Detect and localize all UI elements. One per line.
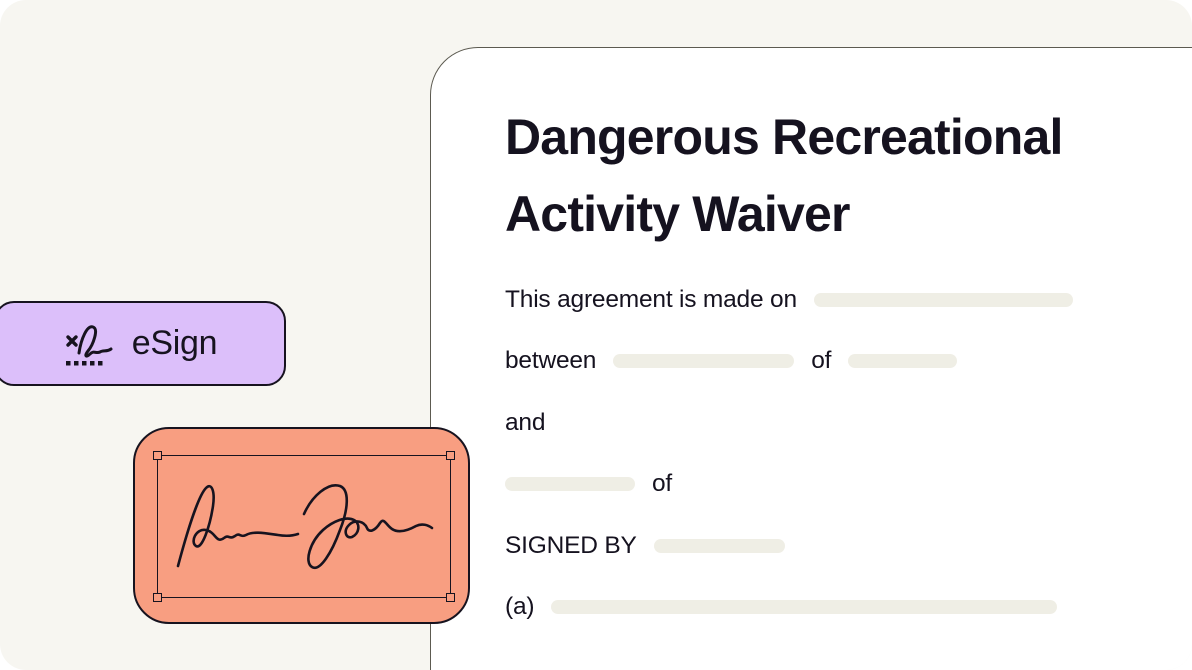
handwritten-signature-graphic [176,484,434,570]
field-placeholder[interactable] [505,477,635,492]
selection-handle-top-left[interactable] [153,451,162,460]
field-placeholder[interactable] [813,292,1073,307]
document-card: Dangerous Recreational Activity Waiver T… [430,47,1192,670]
document-line: SIGNED BY [505,515,1192,577]
field-placeholder[interactable] [613,354,795,369]
signature-card[interactable] [133,427,470,624]
esign-signature-icon [65,324,113,365]
document-line: between of [505,331,1192,393]
document-line: of [505,454,1192,516]
signature-selection-box[interactable] [153,451,455,602]
field-placeholder[interactable] [848,354,958,369]
document-text: and [505,408,546,436]
document-text: of [652,470,673,498]
selection-handle-bottom-right[interactable] [446,593,455,602]
document-title: Dangerous Recreational Activity Waiver [505,109,1063,242]
document-content: Dangerous Recreational Activity Waiver T… [431,48,1192,638]
selection-handle-top-right[interactable] [446,451,455,460]
document-text: This agreement is made on [505,285,797,313]
field-placeholder[interactable] [551,600,1058,615]
field-placeholder[interactable] [653,538,785,553]
esign-badge: eSign [0,301,286,386]
document-text: of [811,347,832,375]
document-line: (a) [505,577,1192,639]
document-text: SIGNED BY [505,531,637,559]
document-text: between [505,347,597,375]
document-line: and [505,392,1192,454]
document-text: (a) [505,593,535,621]
esign-badge-label: eSign [131,324,218,362]
document-line: This agreement is made on [505,269,1192,331]
selection-handle-bottom-left[interactable] [153,593,162,602]
